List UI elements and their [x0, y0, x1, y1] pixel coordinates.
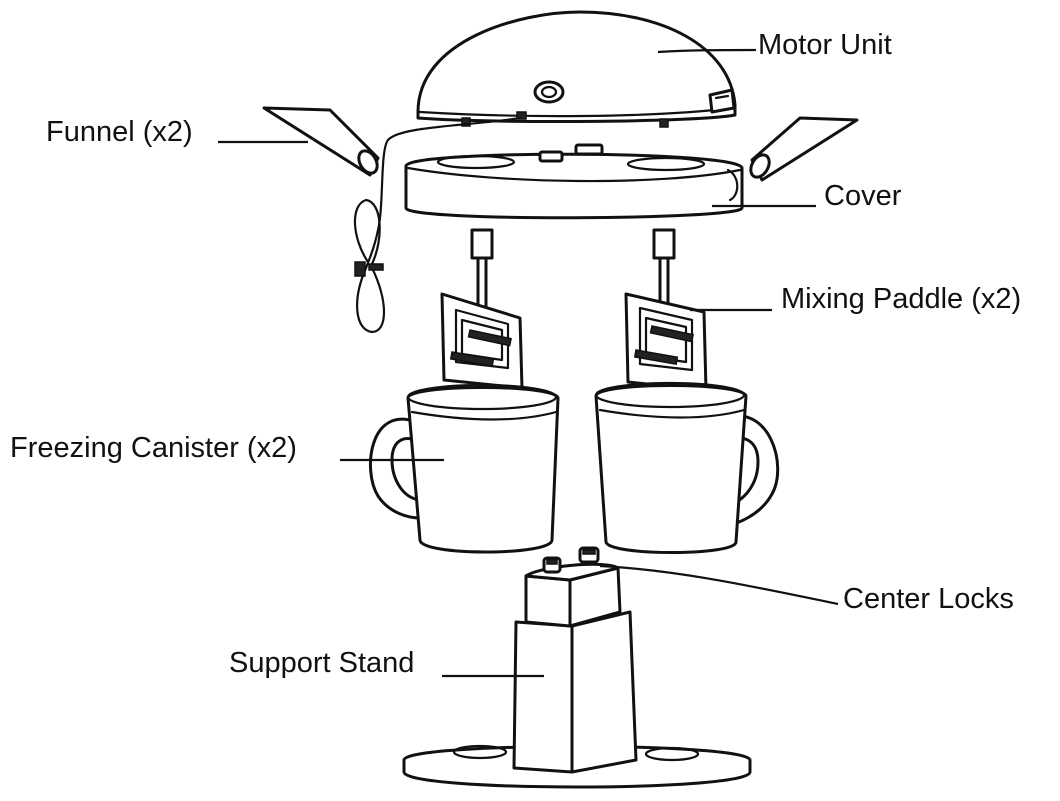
label-freezing-canister: Freezing Canister (x2)	[10, 432, 297, 464]
cover-drawing	[404, 143, 744, 220]
support-stand-drawing	[402, 562, 752, 789]
label-funnel: Funnel (x2)	[46, 116, 193, 148]
motor-unit-drawing	[416, 10, 737, 128]
label-mixing-paddle: Mixing Paddle (x2)	[781, 283, 1022, 315]
mixing-paddle-right-drawing	[624, 228, 708, 392]
label-cover: Cover	[824, 180, 902, 212]
leader-motor-unit	[657, 48, 757, 54]
mixing-paddle-left-drawing	[440, 228, 524, 390]
freezing-canister-left-drawing	[368, 383, 560, 554]
label-center-locks: Center Locks	[843, 583, 1014, 615]
funnel-left-drawing	[262, 106, 380, 177]
label-support-stand: Support Stand	[229, 647, 415, 679]
leader-center-locks	[599, 564, 839, 606]
center-locks-drawing	[542, 546, 600, 574]
power-cord-drawing	[353, 116, 522, 334]
funnel-right-drawing	[749, 116, 859, 182]
label-motor-unit: Motor Unit	[758, 29, 892, 61]
leader-lines	[218, 48, 839, 678]
freezing-canister-right-drawing	[594, 381, 780, 554]
